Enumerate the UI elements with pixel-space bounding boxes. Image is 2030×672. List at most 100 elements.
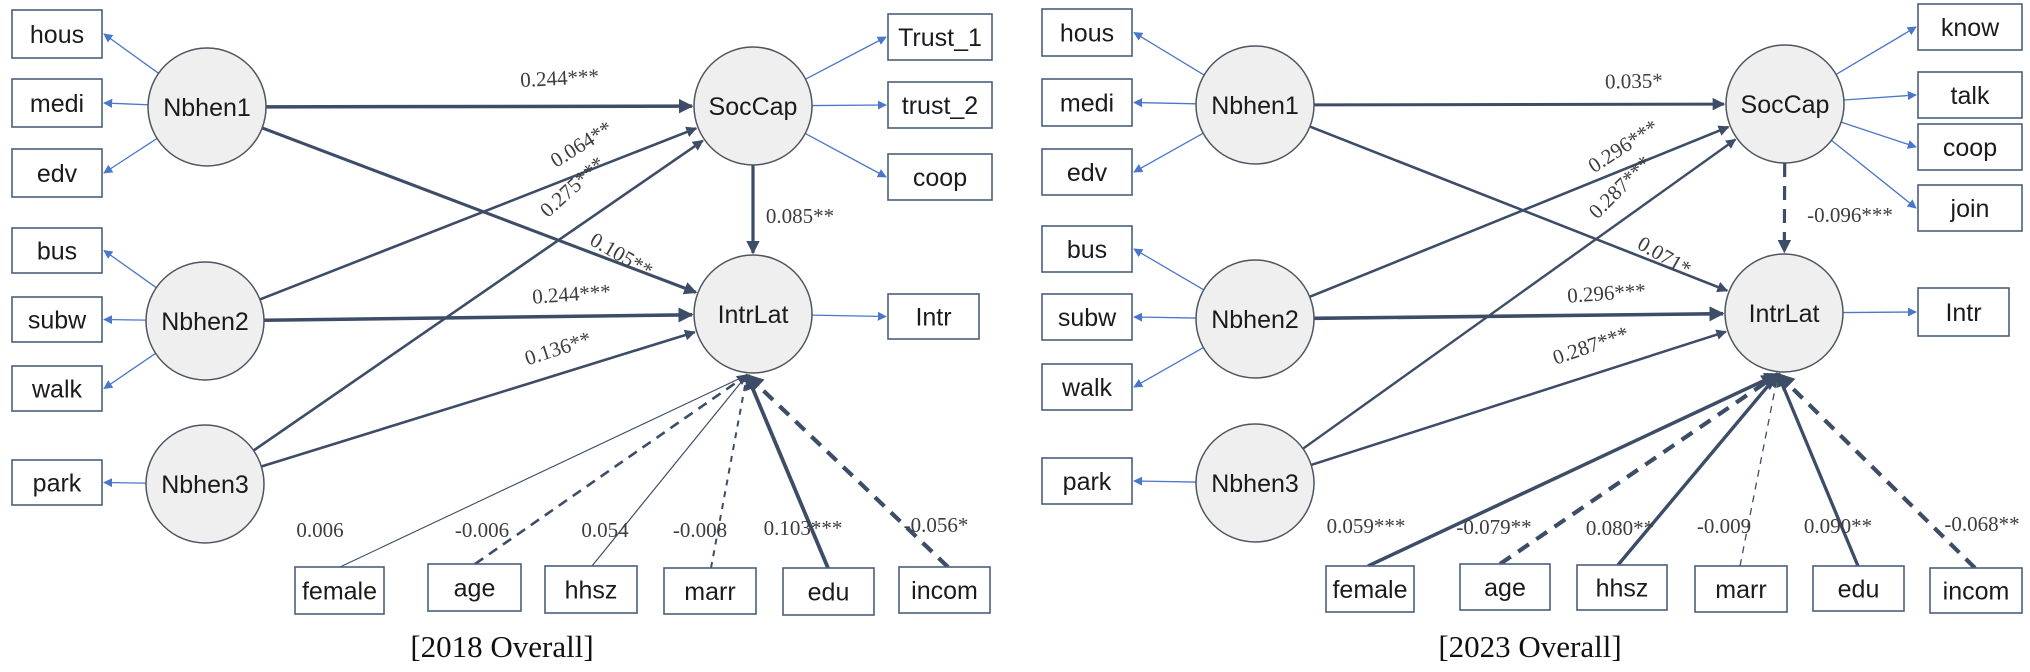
indicator-box — [898, 566, 991, 614]
loading-arrow — [1835, 26, 1917, 75]
indicator-label: incom — [1943, 578, 2010, 606]
indicator-park: park — [1041, 457, 1133, 505]
indicator-box — [544, 565, 638, 614]
indicator-box — [887, 13, 993, 61]
indicator-box — [1041, 78, 1133, 127]
control-path-female — [1367, 372, 1780, 568]
indicator-box — [1576, 564, 1668, 611]
indicator-talk: talk — [1917, 71, 2023, 119]
control-marr: marr — [663, 567, 757, 615]
indicator-join: join — [1917, 184, 2023, 232]
indicator-label: incom — [911, 577, 978, 605]
path-n1-to-intr — [1309, 125, 1729, 293]
control-female: female — [294, 566, 385, 615]
indicator-box — [1041, 225, 1133, 273]
indicator-trust_1: Trust_1 — [887, 13, 993, 61]
indicator-label: talk — [1951, 82, 1990, 110]
coef-hhsz: 0.080** — [1586, 516, 1654, 540]
indicator-box — [11, 365, 103, 412]
indicator-label: join — [1950, 195, 1990, 223]
indicator-label: park — [1063, 468, 1112, 496]
path-arrows — [1133, 26, 1977, 570]
latent-circle — [693, 46, 813, 166]
coef-female: 0.059*** — [1327, 514, 1406, 538]
coef-n1-to-intr: 0.071* — [1633, 231, 1695, 281]
control-path-age — [1498, 372, 1780, 566]
control-age: age — [1459, 563, 1551, 611]
control-edu: edu — [782, 567, 875, 616]
coef-n3-to-intr: 0.287*** — [1550, 321, 1632, 369]
latent-intrlat: IntrLat — [1724, 253, 1844, 373]
indicator-label: hhsz — [565, 577, 618, 605]
path-n1-to-soc — [1313, 97, 1726, 111]
indicator-box — [1041, 8, 1133, 57]
latent-circle — [147, 47, 267, 167]
indicator-label: hous — [1060, 20, 1114, 48]
indicator-label: Trust_1 — [898, 24, 982, 52]
indicator-label: coop — [1943, 134, 1997, 162]
latent-intrlat: IntrLat — [693, 254, 813, 374]
loading-arrow — [1133, 31, 1205, 76]
indicator-label: medi — [30, 90, 84, 118]
indicator-medi: medi — [1041, 78, 1133, 127]
path-n1-to-intr — [261, 126, 698, 295]
indicator-medi: medi — [11, 78, 103, 128]
indicator-intr: Intr — [1917, 287, 2010, 337]
indicator-box — [1459, 563, 1551, 611]
loading-arrow — [1840, 121, 1917, 149]
coef-incom: -0.068** — [1944, 512, 2019, 536]
indicator-label: edu — [1838, 576, 1880, 604]
indicator-label: age — [454, 575, 496, 603]
indicator-hous: hous — [11, 9, 103, 59]
indicator-walk: walk — [11, 365, 103, 412]
loading-arrow — [1133, 132, 1204, 173]
control-age: age — [427, 563, 522, 612]
indicator-label: hhsz — [1596, 575, 1649, 603]
path-n1-to-soc — [265, 98, 694, 114]
control-path-age — [474, 373, 748, 566]
loading-arrow — [103, 137, 158, 174]
indicator-box — [427, 563, 522, 612]
indicator-box — [1812, 565, 1905, 612]
indicator-box — [663, 567, 757, 615]
latent-nbhen1: Nbhen1 — [147, 47, 267, 167]
coef-n2-to-intr: 0.244*** — [531, 279, 611, 308]
indicator-subw: subw — [1041, 293, 1133, 341]
indicator-label: marr — [684, 578, 735, 606]
latent-label: IntrLat — [1749, 300, 1820, 328]
latent-label: Nbhen3 — [1211, 470, 1299, 498]
indicator-intr: Intr — [887, 293, 980, 340]
control-hhsz: hhsz — [1576, 564, 1668, 611]
loading-arrow — [1842, 307, 1917, 317]
latent-label: Nbhen3 — [161, 471, 249, 499]
latent-circle — [693, 254, 813, 374]
path-n3-to-soc — [1302, 138, 1737, 450]
indicator-box — [1917, 184, 2023, 232]
loading-arrow — [103, 352, 157, 390]
indicator-label: walk — [1061, 374, 1113, 402]
coef-soc-to-intr: 0.085** — [766, 204, 834, 228]
latent-label: Nbhen1 — [163, 94, 251, 122]
latent-label: IntrLat — [718, 301, 789, 329]
panel-title: [2018 Overall] — [410, 629, 593, 664]
indicator-box — [294, 566, 385, 615]
coef-incom: -0.056* — [904, 513, 969, 537]
indicator-edv: edv — [1041, 148, 1133, 196]
coef-age: -0.079** — [1456, 515, 1531, 539]
indicator-coop: coop — [887, 153, 993, 201]
indicator-label: medi — [1060, 90, 1114, 118]
indicator-box — [11, 9, 103, 59]
indicator-label: subw — [1058, 304, 1117, 332]
indicator-label: age — [1484, 574, 1526, 602]
panel-title: [2023 Overall] — [1438, 629, 1621, 664]
loading-arrow — [103, 249, 157, 289]
loading-arrow — [1831, 139, 1917, 209]
coef-marr: -0.009 — [1697, 514, 1751, 538]
indicator-subw: subw — [11, 296, 103, 343]
latent-soccap: SocCap — [693, 46, 813, 166]
indicator-label: hous — [30, 21, 84, 49]
latent-circle — [145, 424, 265, 544]
indicator-box — [887, 153, 993, 201]
latent-nbhen2: Nbhen2 — [145, 261, 265, 381]
